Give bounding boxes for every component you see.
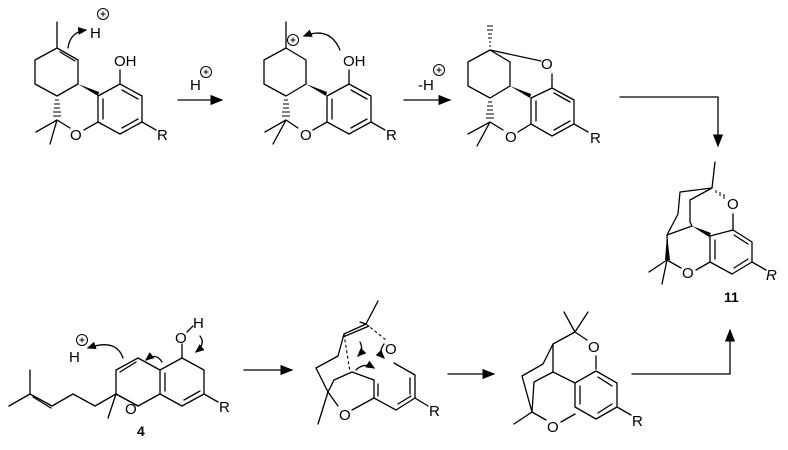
hydroxyl-group: OH [343, 53, 366, 70]
r-group: R [590, 130, 601, 147]
hydroxyl-group: OH [114, 53, 137, 70]
oxygen-atom: O [727, 196, 739, 213]
r-group: R [429, 403, 440, 420]
oxygen-atom: O [300, 127, 312, 144]
structure-cyclic-ether: O O R [467, 25, 601, 147]
oxygen-atom: O [385, 341, 397, 358]
oxygen-atom: O [588, 339, 600, 356]
structure-bicyclic-intermediate: O O R [513, 311, 643, 436]
oxygen-atom: O [505, 129, 517, 146]
oxygen-atom: O [547, 419, 559, 436]
curved-arrow-icon [302, 29, 341, 51]
reagent-label: -H [418, 77, 434, 94]
reaction-arrow-6 [631, 328, 736, 375]
oxygen-atom: O [125, 401, 137, 418]
r-group: R [157, 127, 168, 144]
curved-arrow-icon [67, 27, 88, 49]
oxygen-atom: O [541, 56, 553, 73]
r-group: R [219, 399, 230, 416]
oxygen-atom: O [339, 407, 351, 424]
reagent-label: H [190, 77, 201, 94]
r-group: R [766, 267, 777, 284]
reaction-arrow-1: H [177, 66, 224, 106]
structure-transition-state: O O R [315, 300, 440, 425]
curved-arrow-icon [194, 335, 205, 353]
curved-arrow-icon [86, 341, 124, 359]
r-group: R [632, 413, 643, 430]
proton-label: H [69, 349, 80, 366]
compound-label-11: 11 [724, 289, 739, 305]
curved-arrow-icon [144, 352, 163, 363]
proton-label: H [90, 25, 101, 42]
hydrogen-atom: H [193, 315, 204, 332]
reaction-arrow-2: -H [403, 64, 452, 106]
compound-label-4: 4 [137, 423, 145, 439]
reaction-arrow-3 [619, 96, 724, 148]
structure-thc: O OH R H [34, 8, 168, 145]
oxygen-atom: O [682, 265, 694, 282]
structure-carbocation: O OH R [263, 21, 397, 145]
oxygen-atom: O [70, 127, 82, 144]
structure-product-11: O O R 11 [648, 161, 777, 305]
oxygen-atom: O [175, 330, 187, 347]
structure-compound-4: O O H R 4 H [8, 315, 230, 439]
r-group: R [386, 127, 397, 144]
